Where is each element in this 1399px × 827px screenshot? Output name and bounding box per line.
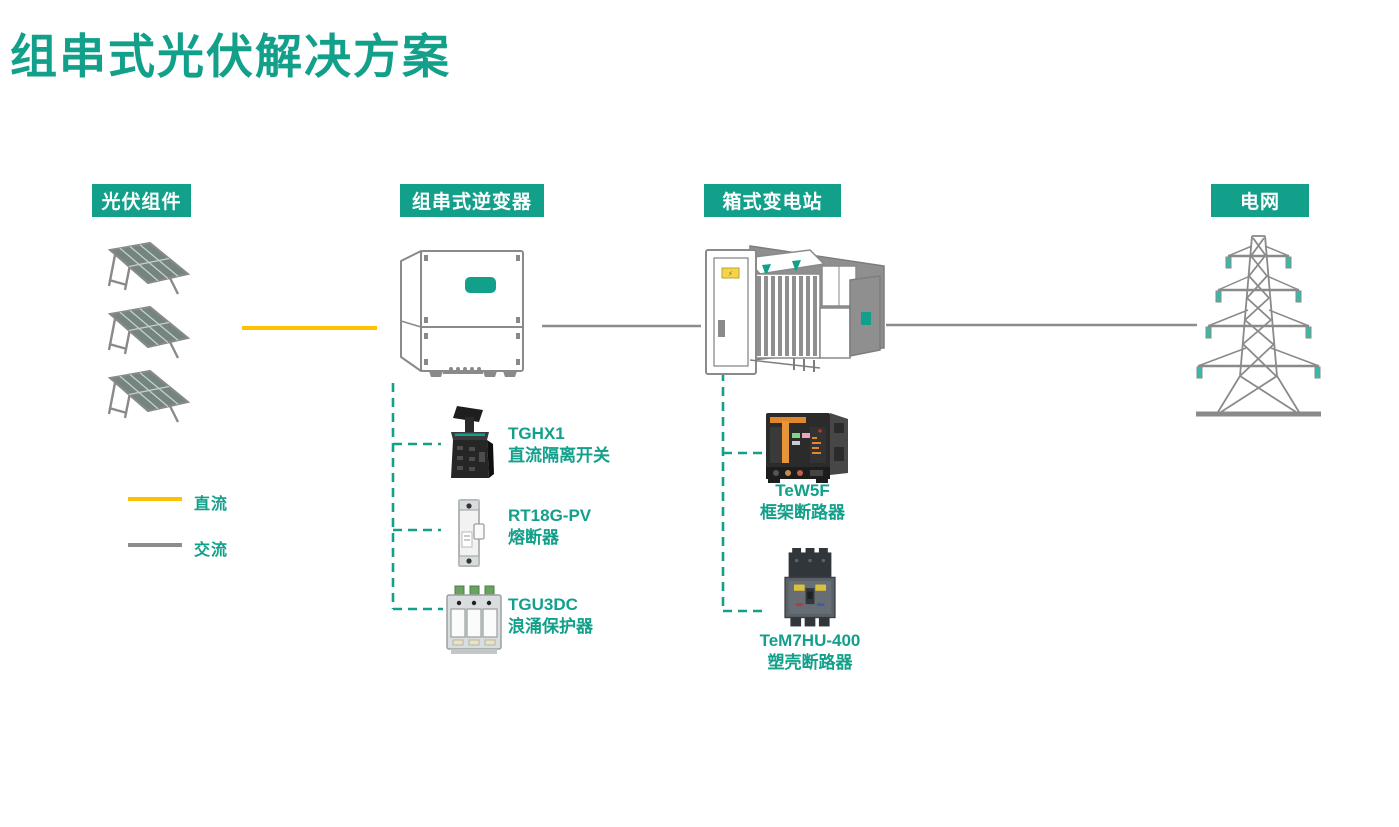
dashed-connector-inverter-components: [391, 383, 443, 611]
substation-vent: [762, 264, 771, 276]
solar-panel-array: [100, 366, 196, 428]
stage-tag-box-substation: 箱式变电站: [704, 184, 841, 217]
tem7hu-400-product-image: [784, 548, 836, 627]
stage-tag-grid: 电网: [1211, 184, 1309, 217]
warning-sign: [721, 267, 740, 279]
solar-panel-icon: [107, 369, 191, 423]
cabinet-handle: [718, 320, 725, 337]
component-callout-tgu3dc: TGU3DC 浪涌保护器: [508, 594, 593, 638]
solar-panel-array: [100, 302, 196, 364]
tew5f-product-image: [766, 413, 848, 483]
component-callout-rt18g-pv: RT18G-PV 熔断器: [508, 505, 591, 549]
component-model: TeM7HU-400: [759, 631, 861, 650]
component-callout-tem7hu-400: TeM7HU-400 塑壳断路器: [730, 630, 890, 674]
stage-tag-pv-modules: 光伏组件: [92, 184, 191, 217]
rt18g-pv-product-image: [458, 499, 485, 567]
component-model: TGHX1: [508, 424, 565, 443]
stage-tag-string-inverter: 组串式逆变器: [400, 184, 544, 217]
solar-panel-icon: [107, 241, 191, 295]
substation-vent: [792, 260, 801, 272]
solar-panel-icon: [107, 305, 191, 359]
solar-panel-array: [100, 238, 196, 300]
legend-dc-label: 直流: [194, 496, 229, 513]
string-inverter-illustration: [400, 250, 524, 377]
component-type: 浪涌保护器: [508, 617, 593, 636]
component-type: 熔断器: [508, 528, 559, 547]
inverter-cable-glands: [429, 367, 517, 377]
page-title: 组串式光伏解决方案: [10, 30, 451, 83]
svg-text:⚡: ⚡: [728, 270, 733, 278]
transmission-tower-illustration: [1196, 235, 1321, 417]
component-callout-tghx1: TGHX1 直流隔离开关: [508, 423, 610, 467]
component-model: TeW5F: [775, 481, 830, 500]
tower-cross-arms: [1198, 254, 1319, 368]
component-type: 直流隔离开关: [508, 446, 610, 465]
component-model: RT18G-PV: [508, 506, 592, 525]
substation-teal-panel: [861, 312, 871, 325]
tower-insulators: [1196, 256, 1321, 379]
inverter-screws: [424, 255, 520, 365]
component-callout-tew5f: TeW5F 框架断路器: [730, 480, 875, 524]
component-type: 框架断路器: [760, 503, 845, 522]
box-substation-illustration: ⚡: [705, 245, 885, 375]
component-model: TGU3DC: [508, 595, 578, 614]
tgu3dc-product-image: [446, 585, 502, 654]
legend-ac-label: 交流: [194, 542, 229, 559]
inverter-display: [465, 277, 496, 293]
component-type: 塑壳断路器: [767, 653, 853, 672]
tghx1-product-image: [451, 406, 494, 478]
